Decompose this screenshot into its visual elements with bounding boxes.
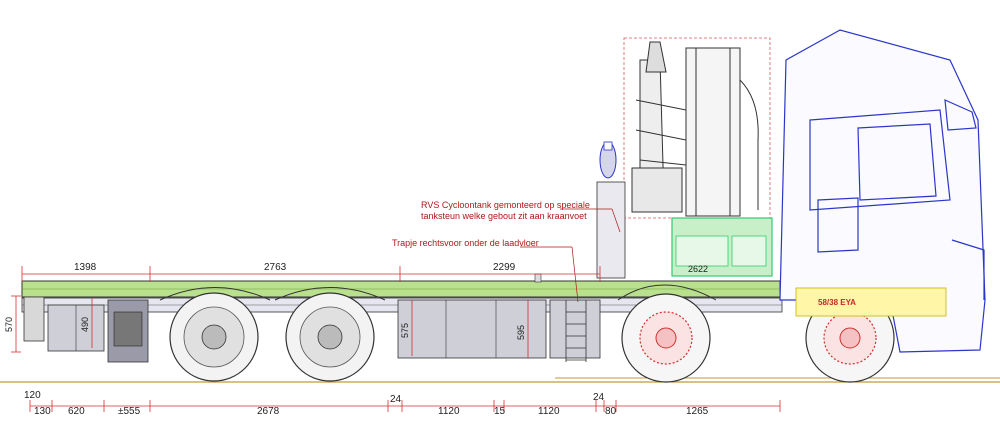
bottom-dim-9: 24: [593, 392, 605, 403]
bottom-rear-offset: 120: [24, 390, 41, 401]
top-dim-3: 2299: [493, 262, 516, 273]
top-dim-2: 2763: [264, 262, 287, 273]
bottom-dim-1: 130: [34, 406, 51, 417]
crane: [631, 41, 759, 217]
crane-base-box-2: [731, 235, 767, 267]
steps-note: Trapje rechtsvoor onder de laadvloer: [392, 238, 539, 248]
bottom-dim-3: ±555: [118, 406, 141, 417]
cyclone-leader-2: [611, 208, 621, 233]
top-dimension-line: [21, 266, 601, 282]
bottom-dim-2: 620: [68, 406, 85, 417]
vdim-box1: 490: [80, 317, 90, 332]
crane-box-label: 2622: [688, 264, 708, 274]
mudguard-front-rear: [617, 284, 717, 301]
vertical-dimension-lines: [11, 295, 529, 358]
rear-wheel-1: [169, 292, 259, 382]
tank-rear-inner: [113, 311, 143, 347]
steps-leader-2: [571, 246, 579, 303]
cyclone-note-line2: tanksteun welke gebout zit aan kraanvoet: [421, 211, 587, 221]
rear-bumper: [23, 296, 45, 342]
drive-wheel: [621, 293, 711, 383]
storage-box-front: [549, 299, 601, 359]
rear-wheel-2: [285, 292, 375, 382]
vdim-box2: 575: [400, 323, 410, 338]
cyclone-note-line1: RVS Cycloontank gemonteerd op speciale: [421, 200, 590, 210]
vdim-overall: 570: [4, 317, 14, 332]
cyclone-tank: [596, 141, 626, 279]
bottom-dim-5: 24: [390, 394, 402, 405]
cab-side-panel: [795, 287, 947, 317]
bottom-dim-6: 1120: [438, 406, 460, 417]
crane-base-box: [675, 235, 729, 267]
storage-box-middle: [397, 299, 547, 359]
crane-envelope: [623, 37, 771, 219]
vdim-box3: 595: [516, 325, 526, 340]
bottom-dim-10: 80: [605, 406, 617, 417]
bottom-dim-4: 2678: [257, 406, 280, 417]
bottom-dimension-line: [29, 400, 781, 412]
mudguard-2: [274, 287, 386, 301]
red-label: 58/38 EYA: [818, 298, 856, 307]
bottom-dim-8: 1120: [538, 406, 560, 417]
top-dim-1: 1398: [74, 262, 97, 273]
bottom-dim-11: 1265: [686, 406, 709, 417]
steps-ladder: [565, 300, 587, 362]
truck-cab: [779, 29, 986, 353]
bed-post: [534, 273, 542, 283]
mudguard-1: [159, 287, 271, 301]
bottom-dim-7: 15: [494, 406, 506, 417]
